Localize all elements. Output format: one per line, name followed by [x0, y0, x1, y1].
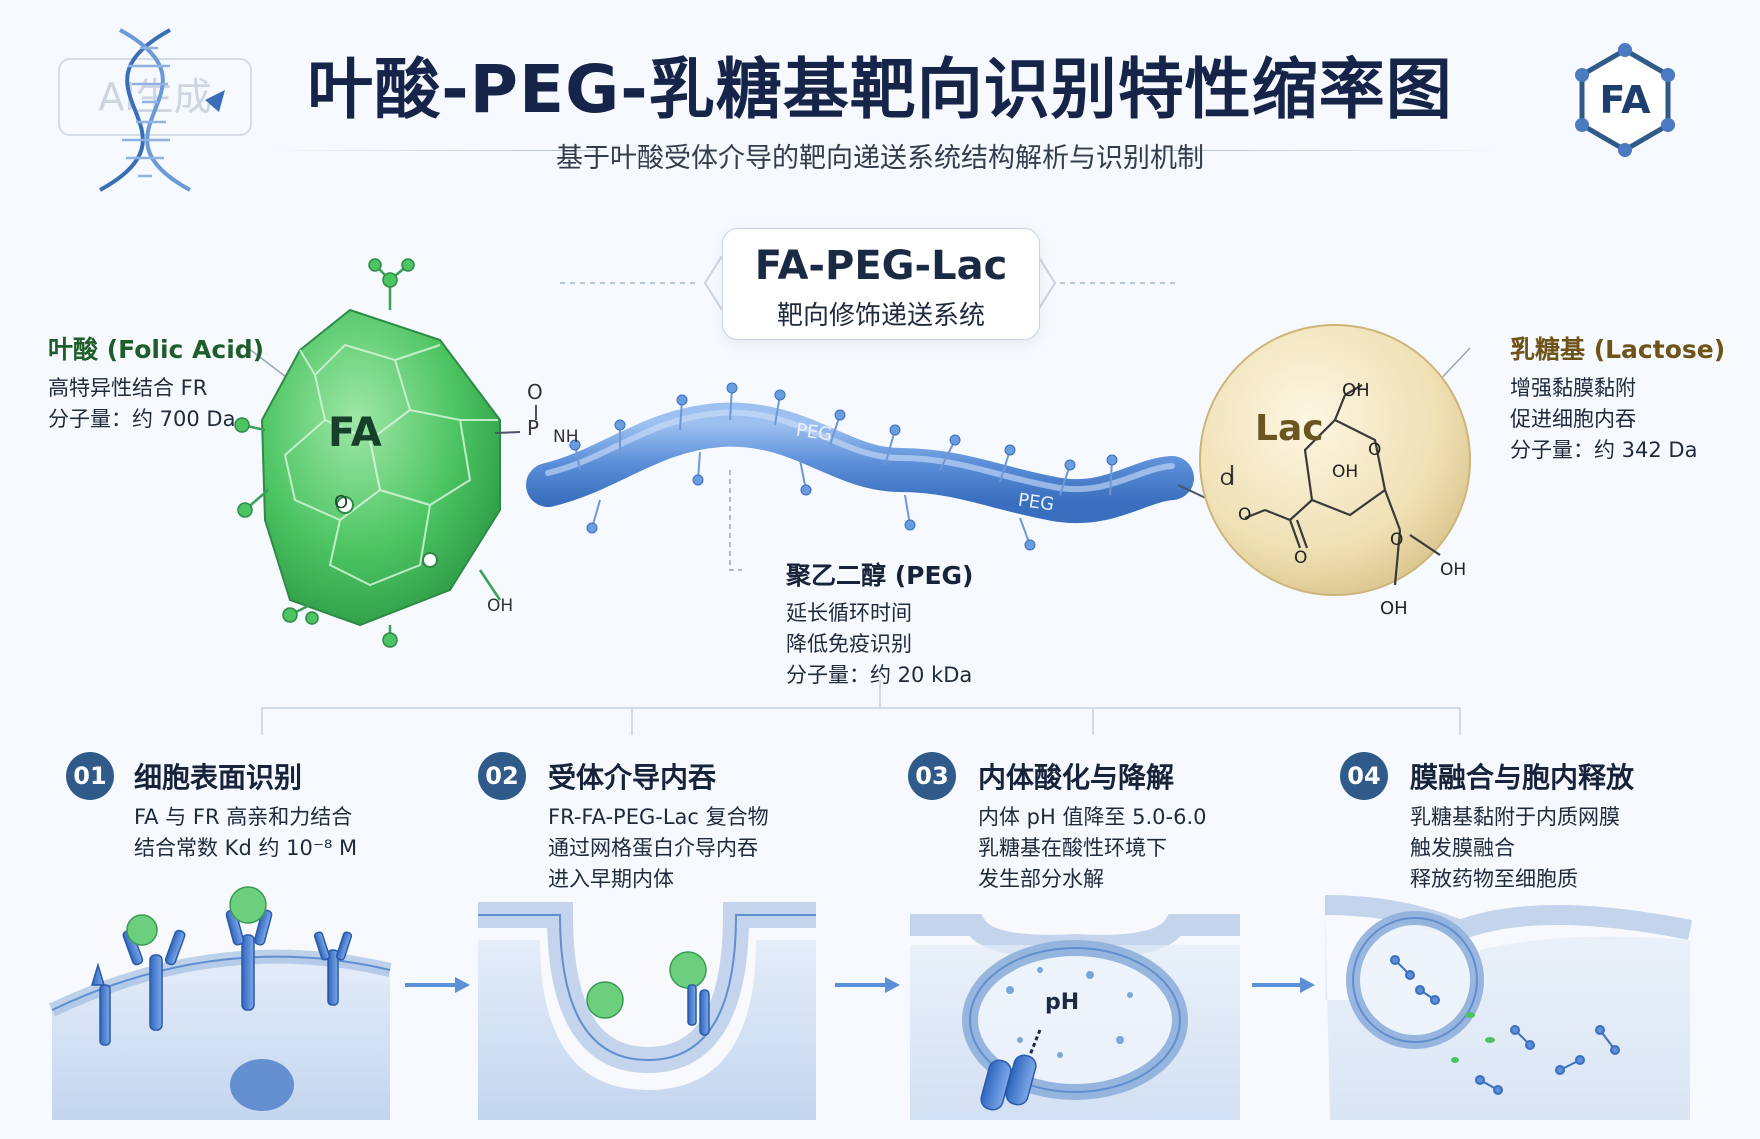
fa-atom-nh: NH: [553, 427, 579, 447]
fa-sphere-label: FA: [328, 410, 382, 456]
step-3-title: 内体酸化与降解: [978, 761, 1175, 794]
lac-atom-6: O: [1294, 548, 1308, 568]
fa-atom-p: P: [527, 416, 540, 440]
center-desc: 靶向修饰递送系统: [776, 301, 985, 331]
step-3-line-3: 发生部分水解: [978, 867, 1104, 891]
peg-chain: [526, 402, 1194, 524]
step-2-line-1: FR-FA-PEG-Lac 复合物: [548, 805, 769, 829]
lac-line-2: 促进细胞内吞: [1510, 407, 1636, 431]
center-name: FA-PEG-Lac: [754, 243, 1008, 289]
peg-title: 聚乙二醇 (PEG): [786, 561, 974, 590]
step-1-title: 细胞表面识别: [134, 761, 303, 794]
lac-title: 乳糖基 (Lactose): [1510, 335, 1726, 364]
fa-title: 叶酸 (Folic Acid): [48, 335, 265, 364]
step-2-title: 受体介导内吞: [548, 761, 717, 794]
lac-line-1: 增强黏膜黏附: [1510, 376, 1636, 400]
step-1-line-1: FA 与 FR 高亲和力结合: [134, 805, 353, 829]
page-title: 叶酸-PEG-乳糖基靶向识别特性缩率图: [307, 51, 1453, 128]
step-2-line-2: 通过网格蛋白介导内吞: [548, 836, 758, 860]
step-3-line-1: 内体 pH 值降至 5.0-6.0: [978, 805, 1207, 829]
page-subtitle: 基于叶酸受体介导的靶向递送系统结构解析与识别机制: [556, 143, 1204, 174]
peg-chain-label-1: PEG: [794, 419, 834, 446]
step-3-line-2: 乳糖基在酸性环境下: [978, 836, 1167, 860]
fa-line-2: 分子量：约 700 Da: [48, 407, 236, 431]
step-4-illustration: [1324, 895, 1692, 1120]
step-4-title: 膜融合与胞内释放: [1410, 761, 1635, 794]
subtitle-rule-left: [270, 150, 600, 151]
fa-badge-label: FA: [1599, 78, 1651, 122]
fa-atom-o1: O: [527, 380, 543, 404]
step-2-line-3: 进入早期内体: [548, 867, 674, 891]
peg-line-2: 降低免疫识别: [786, 632, 912, 656]
lac-atom-7: O: [1390, 530, 1404, 550]
peg-line-3: 分子量：约 20 kDa: [786, 663, 973, 687]
step-4-line-1: 乳糖基黏附于内质网膜: [1410, 805, 1620, 829]
step-2-illustration: [478, 895, 816, 1120]
lac-atom-9: OH: [1380, 598, 1408, 619]
step-3-number: 03: [908, 752, 956, 800]
step-1-illustration: [48, 886, 392, 1120]
peg-chain-label-2: PEG: [1016, 489, 1056, 516]
step-4-line-3: 释放药物至细胞质: [1410, 867, 1578, 891]
step-1-number: 01: [66, 752, 114, 800]
lac-sphere-label: Lac: [1255, 408, 1324, 449]
lac-atom-1: OH: [1342, 380, 1370, 401]
fa-line-1: 高特异性结合 FR: [48, 376, 208, 400]
lac-atom-3: O: [1368, 440, 1382, 460]
step-4-line-2: 触发膜融合: [1410, 836, 1515, 860]
fa-atom-oh: OH: [487, 596, 514, 616]
step-2-number: 02: [478, 752, 526, 800]
step-1-line-2: 结合常数 Kd 约 10⁻⁸ M: [134, 836, 358, 860]
lac-atom-2: OH: [1332, 462, 1359, 482]
lac-line-3: 分子量：约 342 Da: [1510, 438, 1698, 462]
fa-atom-o2: O: [334, 492, 349, 513]
lac-sphere: [1199, 324, 1471, 596]
lac-atom-5: O: [1238, 505, 1252, 525]
step-4-number: 04: [1340, 752, 1388, 800]
peg-line-1: 延长循环时间: [786, 601, 912, 625]
lac-atom-8: OH: [1440, 560, 1467, 580]
center-box: FA-PEG-Lac 靶向修饰递送系统: [722, 228, 1040, 340]
lac-atom-4: O: [1220, 470, 1234, 490]
endosome-ph-label: pH: [1045, 990, 1080, 1015]
